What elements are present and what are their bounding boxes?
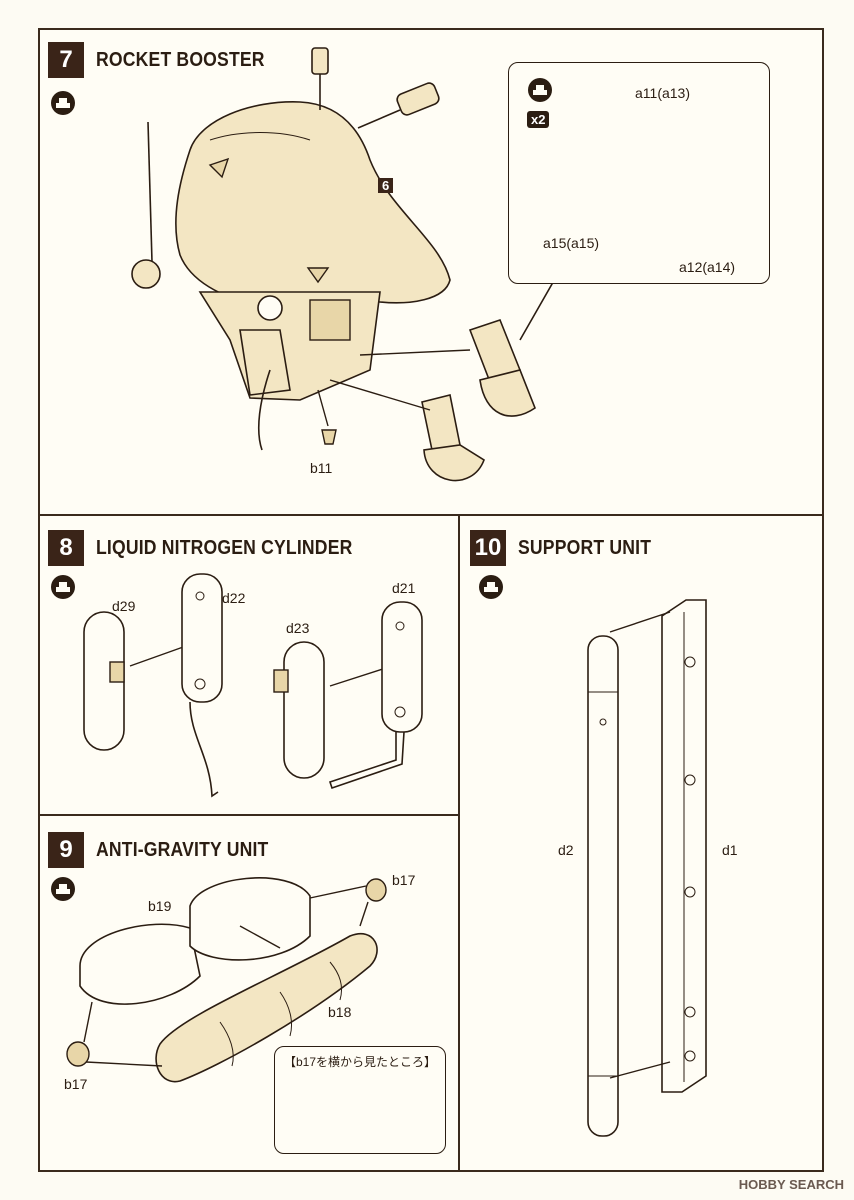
part-label-b19: b19 xyxy=(148,898,172,914)
multiplier-badge: x2 xyxy=(527,111,550,128)
step-9-panel: 9 ANTI-GRAVITY UNIT xyxy=(38,814,460,1172)
glue-icon xyxy=(51,575,75,599)
detail-callout: x2 a11(a13) a15(a15) a12(a14) xyxy=(508,62,770,284)
step-8-header: 8 LIQUID NITROGEN CYLINDER xyxy=(48,530,387,566)
step-title: SUPPORT UNIT xyxy=(518,536,652,559)
side-view-callout: 【b17を横から見たところ】 xyxy=(274,1046,446,1154)
part-label-a12: a12(a14) xyxy=(679,259,736,275)
step-7-panel: 7 ROCKET BOOSTER xyxy=(38,28,824,516)
step-10-header: 10 SUPPORT UNIT xyxy=(470,530,669,566)
step-number: 10 xyxy=(470,530,506,566)
part-label-a11: a11(a13) xyxy=(635,85,691,101)
part-label-b11: b11 xyxy=(310,460,333,476)
part-label-d29: d29 xyxy=(112,598,136,614)
part-label-d22: d22 xyxy=(222,590,246,606)
glue-icon xyxy=(51,877,75,901)
step-number: 9 xyxy=(48,832,84,868)
part-label-d23: d23 xyxy=(286,620,310,636)
step-9-header: 9 ANTI-GRAVITY UNIT xyxy=(48,832,292,868)
booster-lower xyxy=(421,394,485,482)
step-10-panel: 10 SUPPORT UNIT d2 d1 xyxy=(458,514,824,1172)
side-view-caption: 【b17を横から見たところ】 xyxy=(283,1055,437,1069)
glue-icon xyxy=(528,78,552,102)
step-8-panel: 8 LIQUID NITROGEN CYLINDER xyxy=(38,514,460,816)
part-label-d2: d2 xyxy=(558,842,574,858)
step-title: ROCKET BOOSTER xyxy=(96,48,265,71)
glue-icon xyxy=(51,91,75,115)
support-unit-illustration xyxy=(587,599,707,1137)
cylinder-illustration xyxy=(83,573,423,798)
ref-step-6-badge: 6 xyxy=(378,178,394,193)
step-title: ANTI-GRAVITY UNIT xyxy=(96,838,269,861)
anti-gravity-illustration xyxy=(66,877,387,1135)
part-label-d1: d1 xyxy=(722,842,738,858)
part-label-d21: d21 xyxy=(392,580,416,596)
part-label-b17-top: b17 xyxy=(392,872,416,888)
watermark: HOBBY SEARCH xyxy=(738,1177,844,1192)
glue-icon xyxy=(479,575,503,599)
step-7-header: 7 ROCKET BOOSTER xyxy=(48,42,288,78)
booster-right xyxy=(468,319,536,417)
part-label-a15: a15(a15) xyxy=(543,235,600,251)
step-title: LIQUID NITROGEN CYLINDER xyxy=(96,536,353,559)
part-label-b17-bottom: b17 xyxy=(64,1076,88,1092)
part-label-b18: b18 xyxy=(328,1004,352,1020)
step-number: 7 xyxy=(48,42,84,78)
step-number: 8 xyxy=(48,530,84,566)
